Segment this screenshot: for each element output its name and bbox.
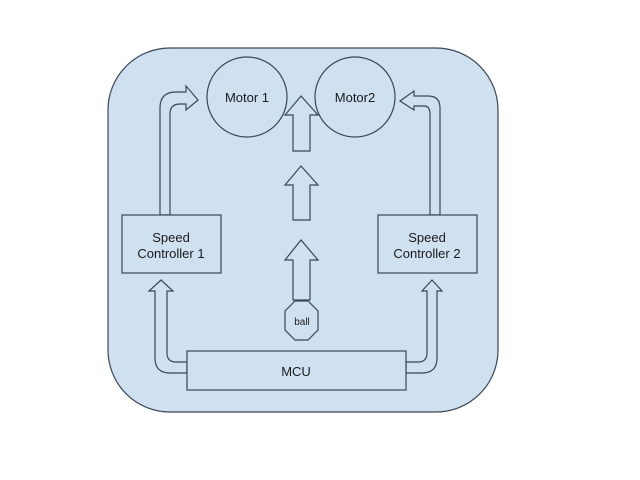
- arrow-mcu-to-sc2: [405, 279, 444, 374]
- arrow-sc1-to-motor1: [159, 84, 199, 216]
- speed-controller-1-node: Speed Controller 1: [121, 214, 222, 274]
- ball-node: ball: [284, 300, 319, 341]
- arrow-up-3: [283, 95, 320, 152]
- speed-controller-2-node: Speed Controller 2: [377, 214, 478, 274]
- speed-controller-2-label-line2: Controller 2: [393, 246, 460, 261]
- motor1-label: Motor 1: [225, 90, 269, 105]
- arrow-up-1: [283, 239, 320, 301]
- motor2-label: Motor2: [335, 90, 375, 105]
- arrow-sc2-to-motor2: [398, 89, 441, 216]
- ball-label: ball: [294, 317, 310, 328]
- motor2-node: Motor2: [314, 56, 396, 138]
- speed-controller-1-label-line2: Controller 1: [137, 246, 204, 261]
- mcu-node: MCU: [186, 350, 407, 391]
- arrow-mcu-to-sc1: [147, 279, 188, 374]
- arrow-up-2: [283, 165, 320, 221]
- background-panel: [107, 47, 499, 413]
- speed-controller-2-label-line1: Speed: [408, 230, 446, 245]
- speed-controller-1-label-line1: Speed: [152, 230, 190, 245]
- mcu-label: MCU: [281, 364, 311, 379]
- motor1-node: Motor 1: [206, 56, 288, 138]
